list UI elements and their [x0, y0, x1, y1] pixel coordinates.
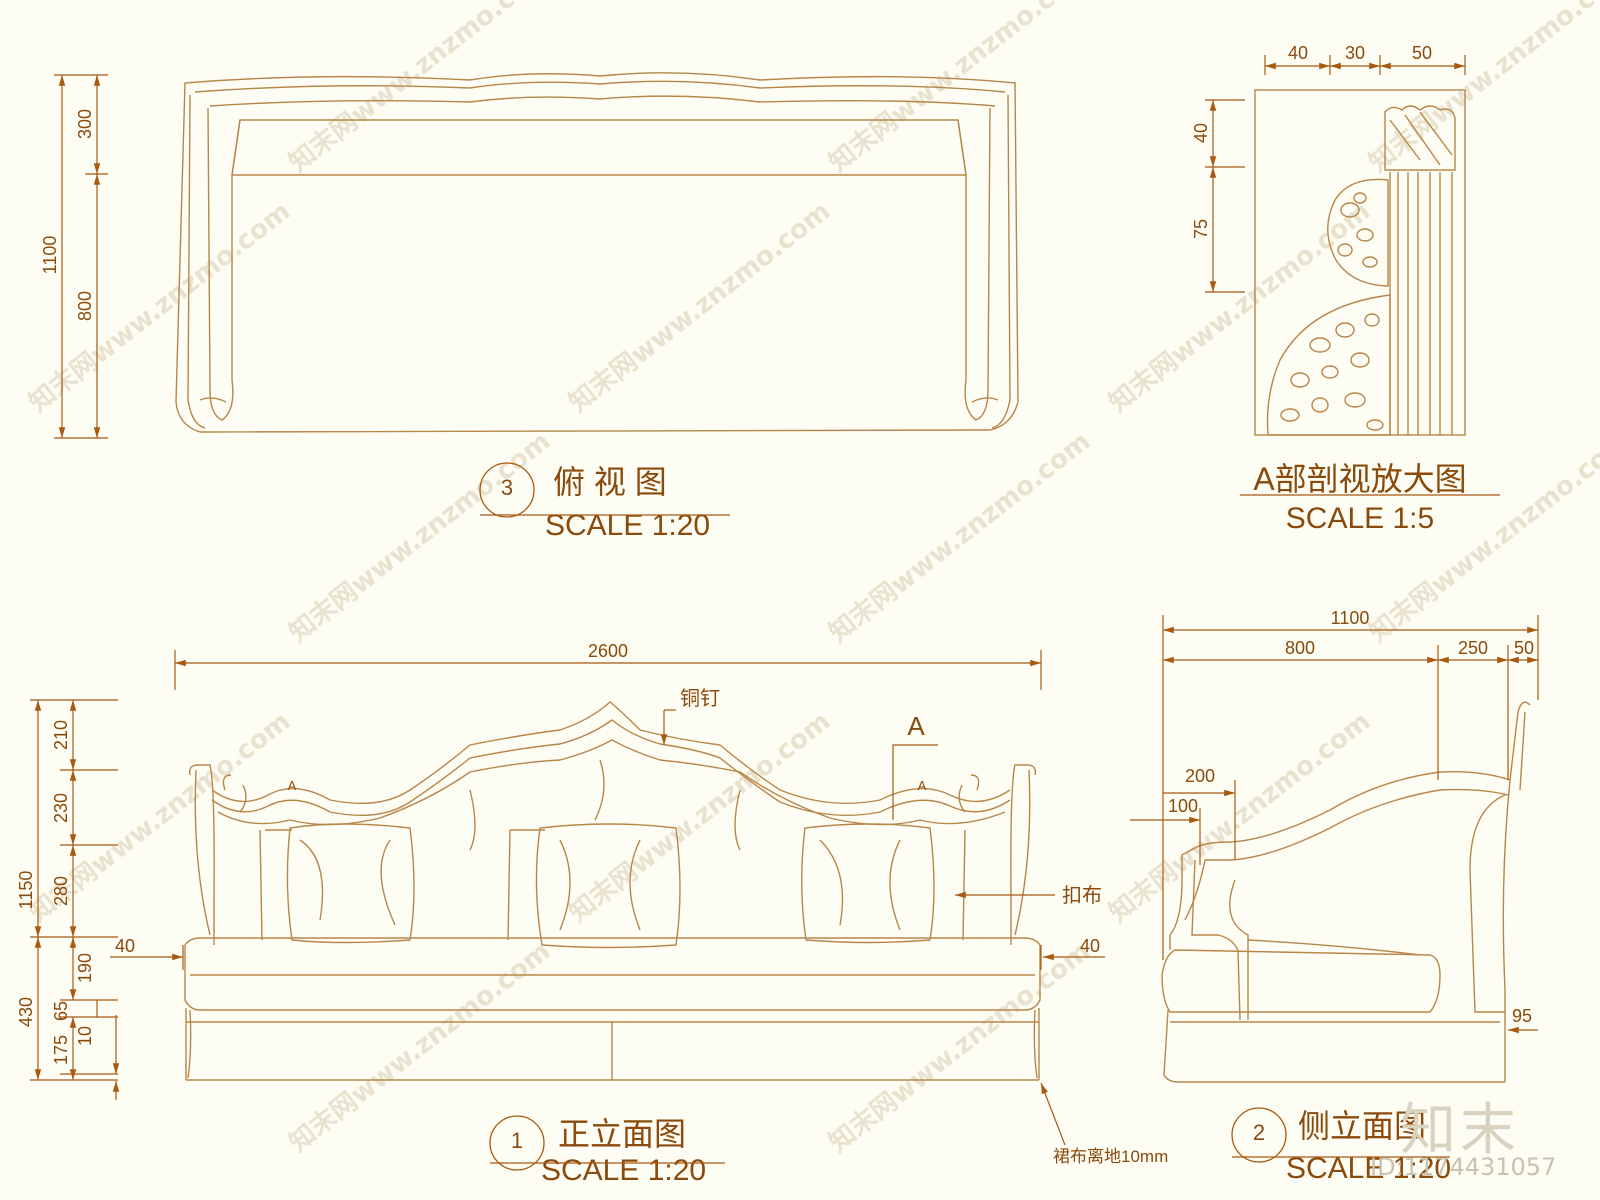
side-dim-d3: 50	[1514, 638, 1534, 658]
top-view-scale: SCALE 1:20	[545, 509, 710, 542]
side-dim-arm2: 100	[1168, 796, 1198, 816]
front-dim-b3: 175	[51, 1035, 71, 1065]
title-markers	[479, 462, 1500, 1171]
brand-id: ID:1174431057	[1370, 1153, 1557, 1181]
section-dim-top1: 40	[1288, 43, 1308, 63]
side-dim-total: 1100	[1331, 608, 1370, 628]
label-copper-nail: 铜钉	[680, 687, 720, 710]
front-dim-total-h: 1150	[16, 871, 36, 910]
top-dim-total: 1100	[40, 236, 60, 275]
section-a-view	[1254, 89, 1466, 436]
section-dim-left2: 75	[1191, 219, 1211, 239]
front-view-dims	[30, 650, 1105, 1146]
side-dim-d2: 250	[1458, 638, 1488, 658]
front-view-scale: SCALE 1:20	[541, 1154, 706, 1187]
brand-logo: 知末	[1400, 1098, 1520, 1163]
top-dim-seat: 800	[75, 291, 95, 321]
front-dim-h2: 230	[51, 793, 71, 823]
label-small-a2: A	[918, 778, 927, 793]
side-dim-d1: 800	[1285, 638, 1315, 658]
label-skirt-note: 裙布离地10mm	[1053, 1147, 1168, 1166]
label-button-cloth: 扣布	[1062, 884, 1102, 907]
section-dim-top2: 30	[1345, 43, 1365, 63]
side-view-dims	[1130, 615, 1539, 1034]
front-dim-b4: 10	[75, 1026, 95, 1046]
front-dim-b2: 65	[51, 1001, 71, 1021]
side-view-number: 2	[1253, 1120, 1265, 1145]
section-a-dims	[1205, 55, 1466, 293]
side-dim-leg: 95	[1512, 1006, 1532, 1026]
front-dim-h3: 280	[51, 876, 71, 906]
front-dim-h1: 210	[51, 720, 71, 750]
section-dim-top3: 50	[1412, 43, 1432, 63]
top-view-number: 3	[501, 475, 513, 500]
label-section-mark: A	[907, 711, 925, 741]
side-view	[1161, 701, 1531, 1083]
front-view-title: 正立面图	[558, 1116, 686, 1152]
section-dim-left1: 40	[1191, 123, 1211, 143]
front-view	[184, 701, 1041, 1081]
section-view-title: A部剖视放大图	[1253, 461, 1466, 497]
top-view	[175, 72, 1019, 433]
side-dim-arm1: 200	[1185, 766, 1215, 786]
front-dim-base: 430	[16, 997, 36, 1027]
front-dim-width: 2600	[588, 641, 628, 661]
label-small-a1: A	[288, 778, 297, 793]
section-view-scale: SCALE 1:5	[1286, 502, 1434, 535]
front-dim-side-right: 40	[1080, 936, 1100, 956]
front-view-number: 1	[511, 1128, 523, 1153]
drawing-text: 1100 300 800 3 俯 视 图 SCALE 1:20 40 30 50…	[16, 43, 1534, 1187]
side-view-title: 侧立面图	[1298, 1108, 1426, 1144]
top-dim-back: 300	[75, 109, 95, 139]
front-dim-side-left: 40	[115, 936, 135, 956]
front-dim-b1: 190	[75, 953, 95, 983]
top-view-dims	[54, 74, 108, 439]
top-view-title: 俯 视 图	[553, 464, 667, 500]
